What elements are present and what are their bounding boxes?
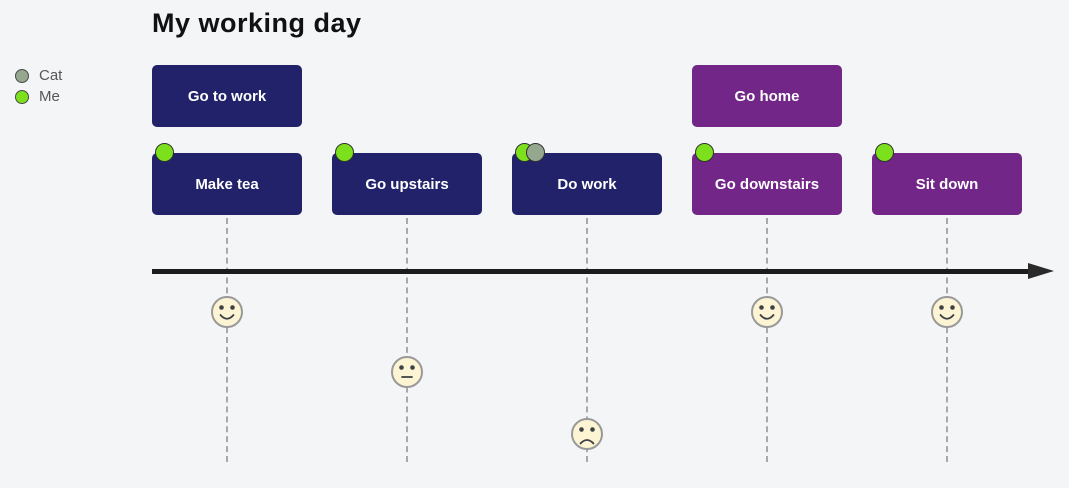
me-dot-icon [15,89,29,104]
event-box-go-home: Go home [692,65,842,127]
marker-me-icon [695,143,714,162]
event-label: Go home [734,87,800,105]
event-box-sit-down: Sit down [872,143,1022,215]
dropline-col-3 [766,218,768,462]
legend-label-me: Me [39,88,60,105]
marker-me-icon [335,143,354,162]
face-sad-icon [571,418,603,450]
event-label: Sit down [915,175,979,193]
event-label: Go to work [187,87,267,105]
timeline-axis [152,269,1032,274]
event-box-go-upstairs: Go upstairs [332,143,482,215]
marker-me-icon [875,143,894,162]
legend-item-cat: Cat [15,65,62,86]
face-happy-icon [931,296,963,328]
dropline-col-0 [226,218,228,462]
legend-item-me: Me [15,86,62,107]
legend-label-cat: Cat [39,67,63,84]
event-label: Make tea [195,175,259,193]
event-label: Go downstairs [714,175,820,193]
event-box-do-work: Do work [512,143,662,215]
event-label: Go upstairs [365,175,449,193]
legend: Cat Me [15,65,62,107]
event-label: Do work [557,175,617,193]
dropline-col-2 [586,218,588,462]
event-box-go-to-work: Go to work [152,65,302,127]
marker-cat-icon [526,143,545,162]
dropline-col-1 [406,218,408,462]
page-title: My working day [152,8,362,38]
dropline-col-4 [946,218,948,462]
event-box-go-downstairs: Go downstairs [692,143,842,215]
face-happy-icon [211,296,243,328]
event-box-make-tea: Make tea [152,143,302,215]
timeline-arrowhead-icon [1028,263,1054,279]
marker-me-icon [155,143,174,162]
cat-dot-icon [15,68,29,83]
face-neutral-icon [391,356,423,388]
face-happy-icon [751,296,783,328]
